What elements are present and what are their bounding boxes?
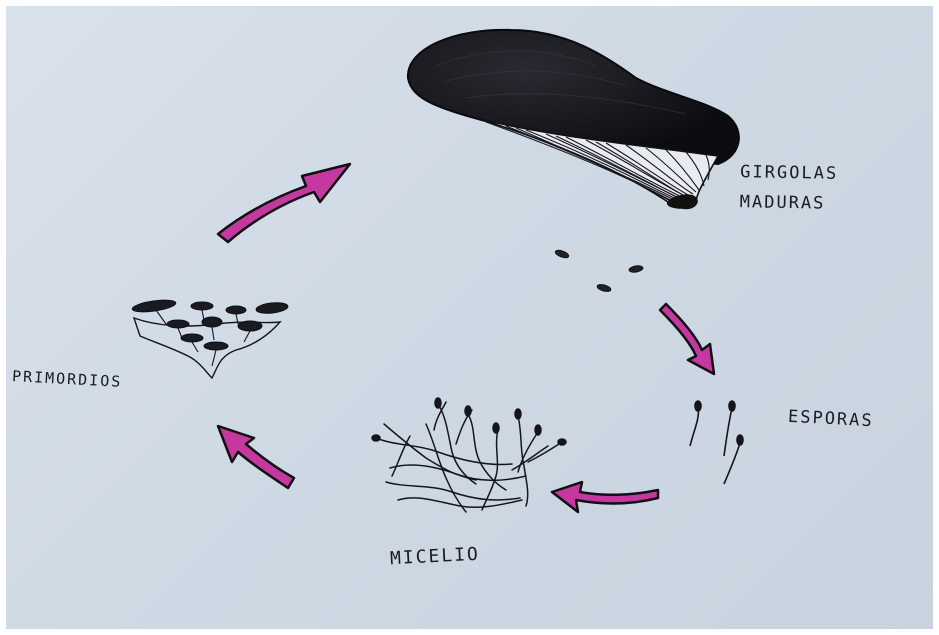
label-mature-line1: GIRGOLAS — [740, 157, 838, 189]
life-cycle-drawing — [6, 6, 933, 629]
label-mature-line2: MADURAS — [739, 187, 837, 219]
label-mature-mushrooms: GIRGOLAS MADURAS — [739, 157, 838, 219]
primordia-illustration — [132, 298, 289, 378]
arrow-mature-to-spores — [660, 304, 714, 374]
falling-spores — [554, 249, 643, 293]
germinating-spores — [690, 401, 743, 484]
arrow-primordia-to-mature — [218, 164, 350, 242]
mature-mushroom-illustration — [408, 30, 739, 209]
mycelium-illustration — [372, 398, 566, 512]
arrow-mycelium-to-primordia — [218, 426, 294, 488]
sketch-paper: GIRGOLAS MADURAS ESPORAS MICELIO PRIMORD… — [6, 6, 933, 629]
arrow-spores-to-mycelium — [552, 482, 658, 512]
